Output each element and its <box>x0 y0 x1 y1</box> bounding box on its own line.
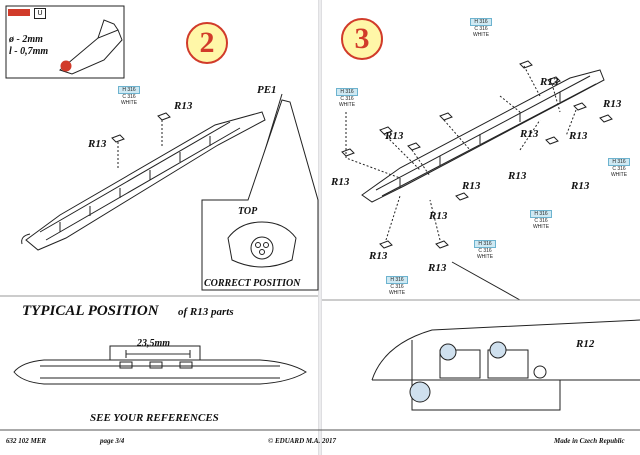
footer-page: page 3/4 <box>100 437 125 445</box>
legend-length: l - 0,7mm <box>9 46 49 57</box>
step3-parts <box>345 65 577 241</box>
label-r13: R13 <box>174 100 193 112</box>
legend-diameter: ø - 2mm <box>9 34 43 45</box>
legend-red-dot <box>60 60 72 72</box>
label-r13: R13 <box>508 170 527 182</box>
label-pe1: PE1 <box>257 84 277 96</box>
label-r13: R13 <box>331 176 350 188</box>
footer-origin: Made in Czech Republic <box>554 437 625 445</box>
label-r13: R13 <box>569 130 588 142</box>
label-top: TOP <box>238 206 258 217</box>
label-r13: R13 <box>462 180 481 192</box>
label-r13: R13 <box>520 128 539 140</box>
dimension-label: 23,5mm <box>137 338 171 349</box>
step3-pylon-drawing <box>361 69 605 203</box>
step-3-badge: 3 <box>341 18 383 60</box>
r12-detail-drawing <box>371 319 640 411</box>
red-swatch <box>8 9 30 16</box>
see-references: SEE YOUR REFERENCES <box>90 412 219 424</box>
u-badge: U <box>34 8 46 19</box>
typical-position-subtitle: of R13 parts <box>178 306 234 318</box>
label-r13: R13 <box>429 210 448 222</box>
label-r13: R13 <box>88 138 107 150</box>
label-r13: R13 <box>540 76 559 88</box>
label-r13: R13 <box>571 180 590 192</box>
footer-copyright: © EDUARD M.A. 2017 <box>268 437 337 445</box>
label-r13: R13 <box>385 130 404 142</box>
typical-position-drawing <box>13 345 307 385</box>
typical-position-title: TYPICAL POSITION <box>22 303 159 319</box>
page-fold <box>318 0 322 455</box>
label-r12: R12 <box>576 338 595 350</box>
footer-part-number: 632 102 MER <box>6 437 47 445</box>
label-r13: R13 <box>369 250 388 262</box>
label-r13: R13 <box>603 98 622 110</box>
top-view-drawing <box>227 221 297 268</box>
label-correct-position: CORRECT POSITION <box>204 278 301 289</box>
step2-pylon-drawing <box>21 111 266 251</box>
label-r13: R13 <box>428 262 447 274</box>
step-2-badge: 2 <box>186 22 228 64</box>
